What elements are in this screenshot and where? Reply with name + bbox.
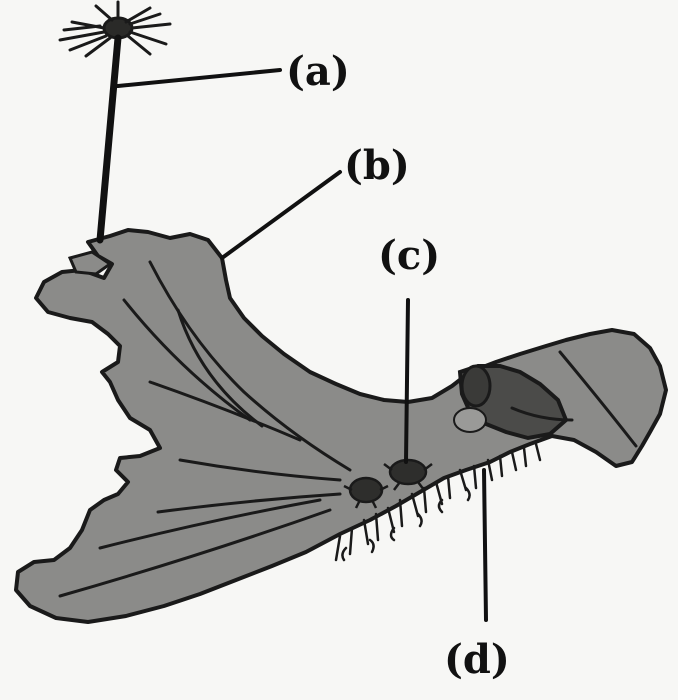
leader-line-c (406, 300, 408, 462)
label-b: (b) (344, 146, 410, 186)
cup-rim (462, 366, 490, 406)
label-d: (d) (444, 640, 510, 680)
label-c: (c) (378, 236, 440, 276)
cup-opening (454, 408, 486, 432)
label-a: (a) (286, 52, 350, 92)
leader-line-a (118, 70, 280, 86)
receptacle-stalk (100, 38, 118, 240)
thallus-body (16, 230, 666, 622)
leader-line-b (222, 172, 340, 258)
leader-line-d (484, 470, 486, 620)
